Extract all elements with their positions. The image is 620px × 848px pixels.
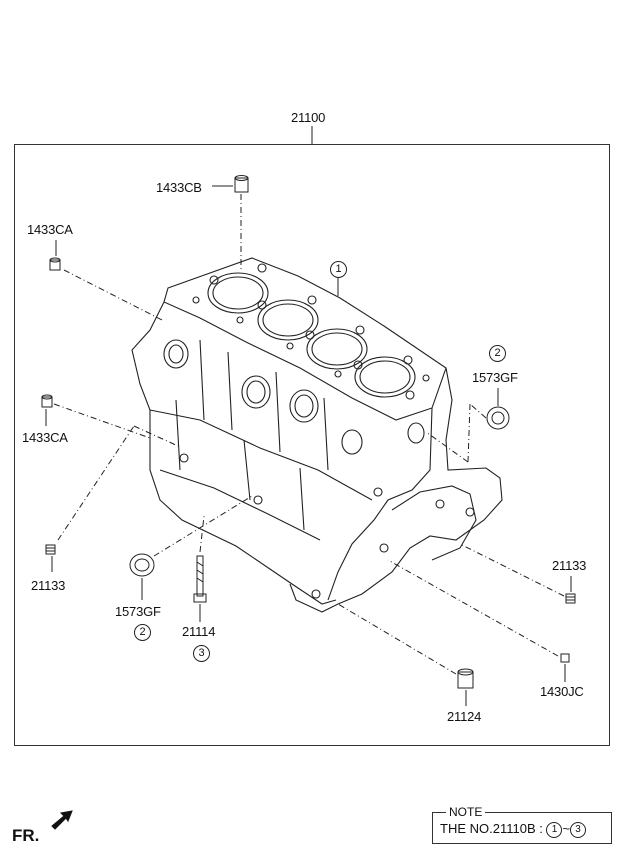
note-box xyxy=(432,812,612,844)
part-21124-shape xyxy=(457,668,474,689)
note-text-line: THE NO.21110B : 1~3 xyxy=(440,821,587,838)
part-label-1433CA-top: 1433CA xyxy=(27,222,73,237)
note-range-end: 3 xyxy=(570,821,587,838)
note-text: THE NO.21110B : xyxy=(440,821,543,836)
part-21133-right-shape xyxy=(565,593,576,604)
part-label-1433CB: 1433CB xyxy=(156,180,202,195)
cylinder-block-drawing xyxy=(131,257,503,613)
part-label-21124: 21124 xyxy=(447,709,482,724)
callout-3: 3 xyxy=(193,645,210,662)
callout-2-right: 2 xyxy=(489,345,506,362)
part-label-1573GF-left: 1573GF xyxy=(115,604,161,619)
assembly-number-label: 21100 xyxy=(291,110,326,125)
part-label-1433CA-left: 1433CA xyxy=(22,430,68,445)
diagram-frame xyxy=(14,144,610,746)
part-1433CA-left-shape xyxy=(41,394,53,408)
part-21114-shape xyxy=(193,555,207,603)
callout-1: 1 xyxy=(330,261,347,278)
part-1430JC-shape xyxy=(560,653,570,663)
note-separator: ~ xyxy=(562,821,571,836)
note-title: NOTE xyxy=(446,805,486,819)
part-label-21133-right: 21133 xyxy=(552,558,587,573)
part-1433CB-shape xyxy=(234,175,249,193)
note-range-start: 1 xyxy=(546,821,563,838)
part-1573GF-right-shape xyxy=(486,406,510,430)
part-label-21133-left: 21133 xyxy=(31,578,66,593)
front-arrow-icon xyxy=(51,810,73,830)
part-1573GF-left-shape xyxy=(129,553,155,577)
part-label-1430JC: 1430JC xyxy=(540,684,584,699)
part-1433CA-top-shape xyxy=(49,257,61,271)
part-21133-left-shape xyxy=(45,544,56,555)
part-label-21114: 21114 xyxy=(182,624,216,639)
callout-2-left: 2 xyxy=(134,624,151,641)
front-orientation-label: FR. xyxy=(12,826,40,845)
part-label-1573GF-right: 1573GF xyxy=(472,370,518,385)
